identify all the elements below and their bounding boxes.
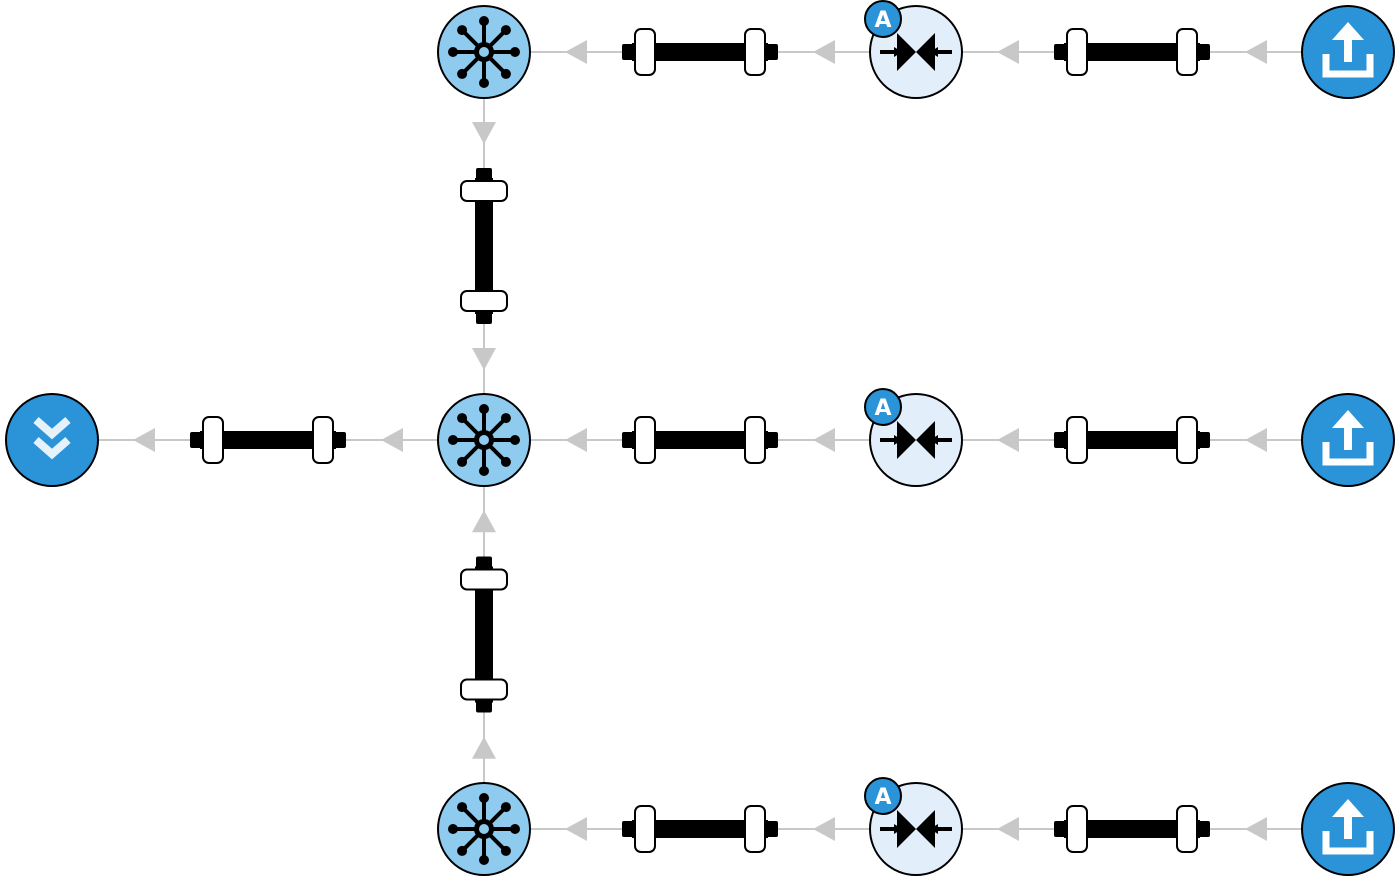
pipe-coupling — [312, 416, 334, 464]
flow-arrow — [472, 122, 496, 144]
source-node[interactable] — [1301, 393, 1395, 487]
badge-circle — [864, 0, 902, 38]
pipe-segment[interactable] — [1054, 805, 1210, 853]
nodes-layer: A A A — [5, 0, 1395, 876]
pipe-coupling — [744, 416, 766, 464]
source-node[interactable] — [1301, 782, 1395, 876]
badge-label: A — [874, 785, 891, 810]
pipe-coupling — [460, 290, 508, 312]
link-valve2-junc2[interactable] — [484, 416, 916, 464]
pipe-coupling — [1066, 28, 1088, 76]
link-junc3-junc2[interactable] — [460, 440, 508, 829]
junction-node[interactable] — [437, 5, 531, 99]
pipe-body — [200, 431, 336, 449]
link-junc2-sink[interactable] — [52, 416, 484, 464]
valve-node[interactable]: A — [864, 777, 963, 876]
badge-label: A — [874, 396, 891, 421]
flow-arrow — [565, 817, 587, 841]
hub-icon — [448, 793, 520, 865]
link-junc1-junc2[interactable] — [460, 52, 508, 440]
flow-arrow — [133, 428, 155, 452]
valve-icon — [880, 33, 952, 71]
link-valve3-junc3[interactable] — [484, 805, 916, 853]
badge-circle — [864, 777, 902, 815]
pipe-coupling — [1066, 805, 1088, 853]
pipe-coupling — [634, 416, 656, 464]
valve-badge: A — [864, 388, 902, 426]
pipe-coupling — [744, 805, 766, 853]
pipe-segment[interactable] — [622, 805, 778, 853]
valve-badge: A — [864, 777, 902, 815]
valve-badge: A — [864, 0, 902, 38]
pipe-body — [1064, 43, 1200, 61]
valve-icon — [880, 810, 952, 848]
double-chevron-down-icon — [33, 416, 71, 460]
pipe-coupling — [1176, 28, 1198, 76]
pipe-segment[interactable] — [190, 416, 346, 464]
flow-arrow — [997, 428, 1019, 452]
pipe-coupling — [460, 180, 508, 202]
valve-icon — [880, 421, 952, 459]
link-src2-valve2[interactable] — [916, 416, 1348, 464]
links-layer — [52, 28, 1348, 853]
pipe-coupling — [634, 28, 656, 76]
upload-icon — [1322, 22, 1374, 78]
upload-icon — [1322, 799, 1374, 855]
pipe-coupling — [1176, 805, 1198, 853]
pipe-segment[interactable] — [460, 556, 508, 713]
flow-arrow — [472, 736, 496, 759]
pipe-coupling — [1176, 416, 1198, 464]
valve-node[interactable]: A — [864, 388, 963, 487]
pipe-segment[interactable] — [460, 168, 508, 324]
upload-icon — [1322, 410, 1374, 466]
pipe-body — [632, 43, 768, 61]
flow-arrow — [813, 428, 835, 452]
pipe-body — [632, 431, 768, 449]
flow-arrow — [472, 348, 496, 370]
pipe-coupling — [460, 568, 508, 591]
flow-arrow — [381, 428, 403, 452]
link-valve1-junc1[interactable] — [484, 28, 916, 76]
pipe-body — [1064, 431, 1200, 449]
badge-circle — [864, 388, 902, 426]
flow-arrow — [565, 40, 587, 64]
source-node[interactable] — [1301, 5, 1395, 99]
flow-arrow — [997, 40, 1019, 64]
pipe-coupling — [460, 678, 508, 701]
pipe-segment[interactable] — [622, 28, 778, 76]
pipe-segment[interactable] — [622, 416, 778, 464]
pipe-coupling — [634, 805, 656, 853]
sink-node-circle — [5, 393, 99, 487]
flow-arrow — [813, 817, 835, 841]
flow-arrow — [565, 428, 587, 452]
flow-arrow — [813, 40, 835, 64]
flow-arrow — [1245, 817, 1267, 841]
link-src1-valve1[interactable] — [916, 28, 1348, 76]
hub-icon — [448, 16, 520, 88]
flow-arrow — [997, 817, 1019, 841]
pipe-body — [475, 178, 493, 314]
pipe-segment[interactable] — [1054, 416, 1210, 464]
badge-label: A — [874, 8, 891, 33]
junction-node[interactable] — [437, 393, 531, 487]
flow-arrow — [1245, 428, 1267, 452]
pipe-coupling — [202, 416, 224, 464]
pipe-coupling — [1066, 416, 1088, 464]
pipe-body — [632, 820, 768, 838]
junction-node[interactable] — [437, 782, 531, 876]
hub-icon — [448, 404, 520, 476]
flow-arrow — [1245, 40, 1267, 64]
link-src3-valve3[interactable] — [916, 805, 1348, 853]
pipe-body — [475, 566, 493, 703]
pipe-body — [1064, 820, 1200, 838]
sink-node[interactable] — [5, 393, 99, 487]
pipe-segment[interactable] — [1054, 28, 1210, 76]
flow-arrow — [472, 510, 496, 533]
valve-node[interactable]: A — [864, 0, 963, 99]
pipe-coupling — [744, 28, 766, 76]
